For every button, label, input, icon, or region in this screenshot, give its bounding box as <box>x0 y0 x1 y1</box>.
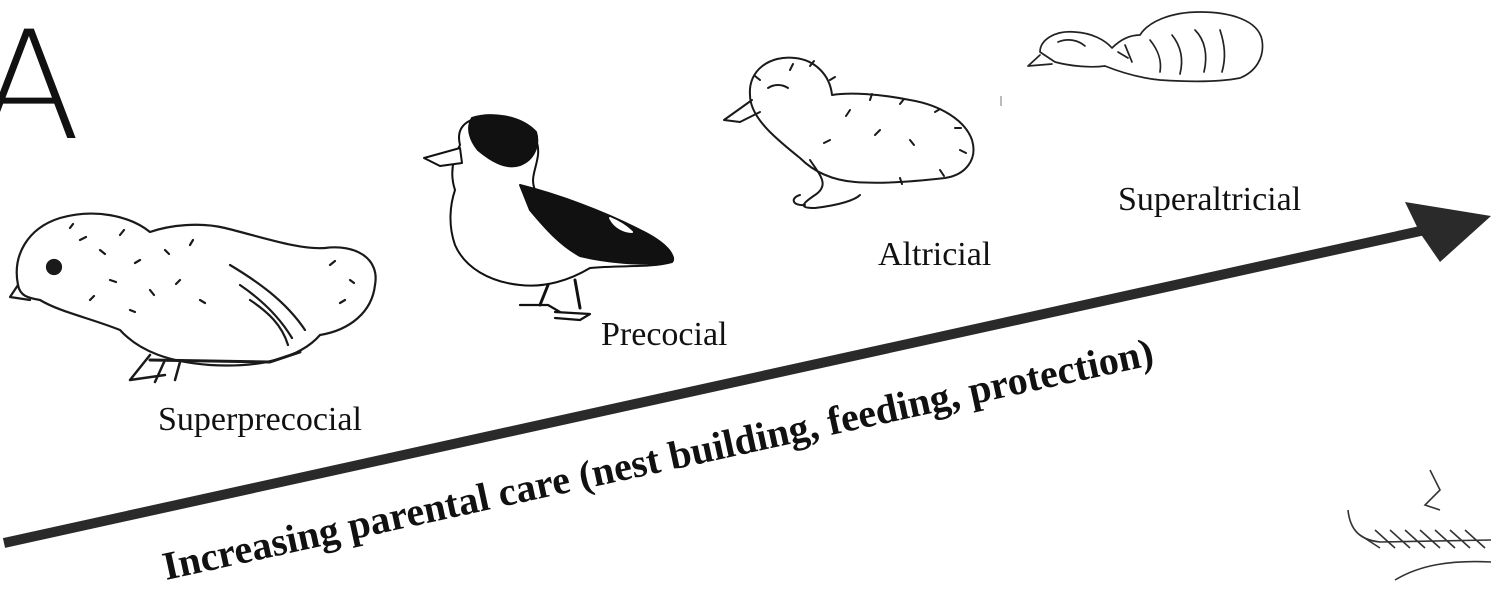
panel-letter: A <box>0 0 81 174</box>
label-precocial: Precocial <box>601 316 728 353</box>
superaltricial-hatchling-illustration <box>1028 12 1263 81</box>
axis-caption: Increasing parental care (nest building,… <box>158 329 1157 589</box>
precocial-duckling-illustration <box>424 115 673 320</box>
parental-care-arrow <box>4 202 1491 543</box>
altricial-chick-illustration <box>724 58 973 208</box>
label-superaltricial: Superaltricial <box>1118 181 1301 218</box>
label-altricial: Altricial <box>878 236 991 273</box>
cropped-illustration-fragment <box>1348 470 1491 580</box>
superprecocial-chick-illustration <box>10 214 376 382</box>
label-superprecocial: Superprecocial <box>158 401 362 438</box>
